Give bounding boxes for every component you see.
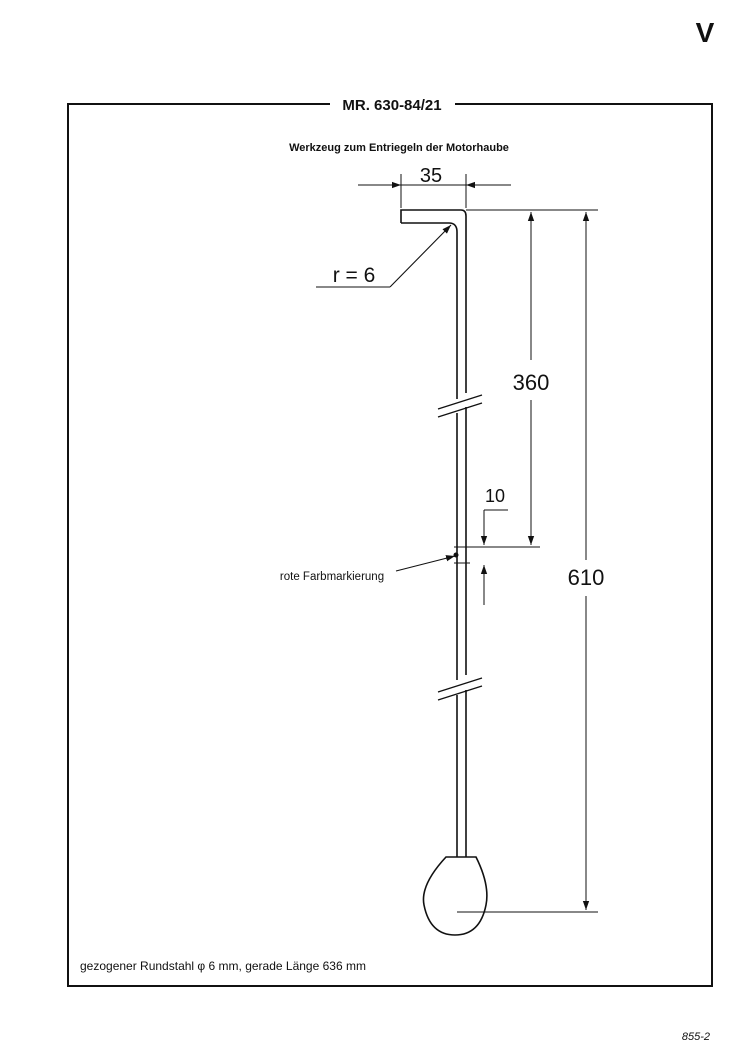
- section-letter: V: [696, 17, 715, 48]
- tool-number: MR. 630-84/21: [342, 97, 441, 114]
- color-mark-leader: rote Farbmarkierung: [280, 555, 456, 583]
- dim-radius-label: r = 6: [333, 264, 376, 287]
- knob: [422, 856, 488, 936]
- drawing-title: Werkzeug zum Entriegeln der Motorhaube: [289, 142, 509, 154]
- rod: [400, 209, 467, 857]
- dim-mark-width: 10: [480, 486, 508, 605]
- dim-total-length: 610: [568, 212, 605, 910]
- page-reference: 855-2: [682, 1031, 710, 1043]
- dim-upper-length-label: 360: [513, 370, 550, 395]
- dim-mark-width-label: 10: [485, 486, 505, 506]
- color-mark: [453, 546, 470, 564]
- dim-hook-width-label: 35: [420, 165, 442, 187]
- break-marks: [437, 394, 483, 701]
- color-mark-label: rote Farbmarkierung: [280, 571, 384, 583]
- dim-upper-length: 360: [513, 212, 550, 545]
- dim-hook-width: 35: [358, 165, 511, 208]
- drawing-frame: [67, 103, 713, 987]
- dim-radius: r = 6: [316, 224, 452, 288]
- material-footnote: gezogener Rundstahl φ 6 mm, gerade Länge…: [80, 959, 366, 973]
- dim-total-length-label: 610: [568, 565, 605, 590]
